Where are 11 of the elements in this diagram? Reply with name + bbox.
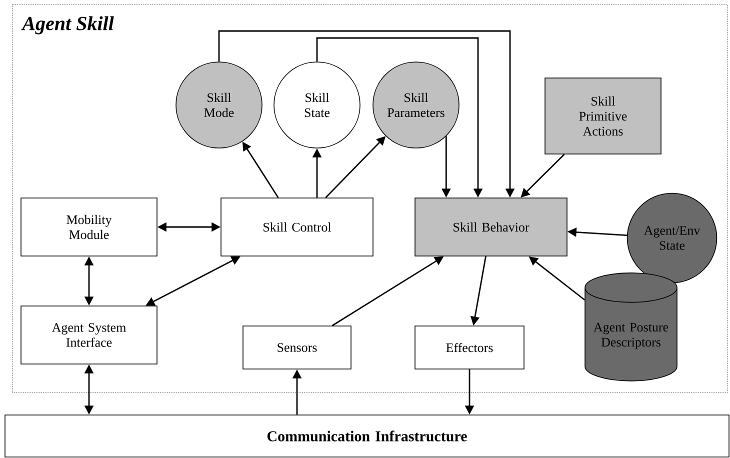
frame-title: Agent Skill [21, 16, 114, 34]
process-box: Effectors [414, 326, 524, 370]
process-box: Skill Behavior [414, 198, 568, 256]
process-box: Skill Control [220, 198, 374, 256]
process-box: Skill Primitive Actions [544, 78, 662, 154]
process-box: Sensors [242, 326, 352, 370]
process-box: Mobility Module [20, 198, 158, 256]
bus-box: Communication Infrastructure [4, 414, 730, 458]
database-cylinder: Agent Posture Descriptors [584, 272, 678, 382]
dotted-frame [12, 4, 728, 393]
process-box: Agent System Interface [20, 306, 158, 364]
